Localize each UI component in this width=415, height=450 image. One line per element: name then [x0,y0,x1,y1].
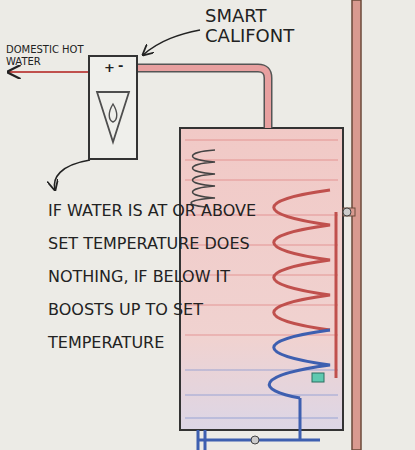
callout-label: SMART CALIFONT [205,6,325,46]
coil-return [335,212,338,378]
bottom-valve [251,436,259,444]
flow-label: DOMESTIC HOT WATER [6,44,84,68]
leader-line [143,30,200,55]
heat-exchanger-coil-cold [269,330,330,398]
hot-pipe-fill [138,68,268,128]
heat-exchanger-coil-hot [274,190,330,330]
fitting [312,373,324,382]
supply-pipe [352,0,361,450]
upper-coil [191,150,215,207]
califont-box: +- [88,55,138,160]
note-text: IF WATER IS AT OR ABOVE SET TEMPERATURE … [48,194,260,359]
terminal-sign: + [104,61,115,74]
terminal-sign: - [118,59,123,72]
valve [343,208,351,216]
cold-pipes [198,398,320,450]
outlet-arrow [8,71,88,73]
note-leader [54,160,90,190]
inlet-pipe [343,208,355,216]
cold-water-hatching [185,370,338,418]
hot-pipe [138,68,268,128]
